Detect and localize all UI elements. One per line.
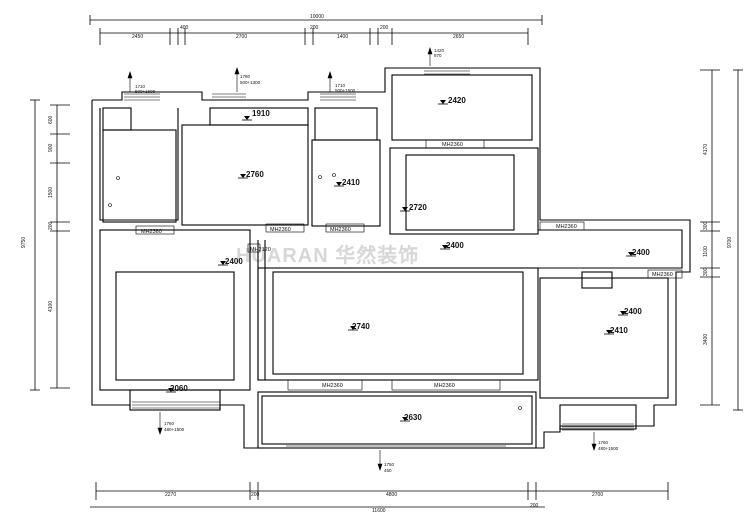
dim-left-seg: 900 (48, 143, 54, 152)
height-label: 2400 (446, 241, 464, 250)
dim-bottom-total: 11600 (372, 508, 386, 513)
dim-right-seg: 4170 (703, 144, 709, 155)
height-label: 2630 (404, 413, 422, 422)
window-sill: 870 (434, 53, 442, 58)
height-markers (166, 100, 636, 422)
dim-left-seg: 1500 (48, 187, 54, 198)
fixture-dot (108, 203, 112, 207)
dim-right-seg: 1100 (703, 246, 709, 257)
window-sill: 500+1300 (240, 80, 261, 85)
door-label: MH2120 (250, 247, 271, 253)
dim-right-seg: 300 (703, 267, 709, 276)
dim-bottom-seg: 2270 (165, 492, 176, 498)
height-label: 2400 (225, 257, 243, 266)
door-label: MH2360 (556, 224, 577, 230)
dim-top-seg: 2450 (132, 34, 143, 40)
fixture-dot (116, 176, 120, 180)
dim-right-seg: 3400 (703, 334, 709, 345)
dim-top-seg: 1400 (337, 34, 348, 40)
dim-right-seg: 300 (703, 221, 709, 230)
door-label: MH2360 (322, 383, 343, 389)
height-label: 1910 (252, 109, 270, 118)
door-frames (135, 139, 683, 391)
dim-left-total: 9750 (21, 237, 27, 248)
height-label: 2410 (342, 178, 360, 187)
door-label: MH2360 (330, 227, 351, 233)
window-size: 1780 (240, 74, 251, 79)
dim-left-seg: 4100 (48, 301, 54, 312)
window-sill: 450 (384, 468, 392, 473)
window-size: 1760 (164, 421, 175, 426)
height-label: 2420 (448, 96, 466, 105)
window-sill: 500+1500 (335, 88, 356, 93)
height-label: 2060 (170, 384, 188, 393)
dim-top-small: 200 (310, 25, 319, 31)
dim-bottom-seg: 200 (530, 503, 539, 509)
dim-top-seg: 2650 (453, 34, 464, 40)
height-label: 2740 (352, 322, 370, 331)
fixture-dot (518, 406, 522, 410)
left-dimensions (30, 99, 70, 391)
height-label: 2400 (624, 307, 642, 316)
right-dimensions (700, 69, 743, 411)
window-sill: 500+1600 (135, 89, 156, 94)
dim-left-seg: 600 (48, 115, 54, 124)
height-label: 2760 (246, 170, 264, 179)
window-size: 1710 (335, 83, 346, 88)
window-leaders (127, 47, 597, 471)
window-size: 1750 (384, 462, 395, 467)
door-label: MH2360 (270, 227, 291, 233)
windows (124, 67, 634, 449)
door-label: MH2360 (442, 142, 463, 148)
window-size: 1760 (598, 440, 609, 445)
door-label: MH2360 (141, 229, 162, 235)
door-label: MH2360 (652, 272, 673, 278)
dim-top-total: 10000 (310, 14, 324, 20)
window-size: 1420 (434, 48, 445, 53)
dim-right-total: 9700 (727, 237, 733, 248)
dim-top-seg: 200 (380, 25, 389, 31)
dim-bottom-seg: 2700 (592, 492, 603, 498)
fixture-dot (332, 173, 336, 177)
window-sill: 480+1500 (598, 446, 619, 451)
bottom-dimensions (90, 482, 669, 508)
window-size: 1710 (135, 84, 146, 89)
watermark: HUARAN 华然装饰 (236, 243, 419, 267)
door-label: MH2360 (434, 383, 455, 389)
height-label: 2410 (610, 326, 628, 335)
dim-bottom-seg: 4800 (386, 492, 397, 498)
window-sill: 480+1500 (164, 427, 185, 432)
height-label: 2720 (409, 203, 427, 212)
dim-left-seg: 200 (48, 221, 54, 230)
height-label: 2400 (632, 248, 650, 257)
top-dimensions (89, 15, 543, 45)
dim-top-seg: 2700 (236, 34, 247, 40)
dim-bottom-seg: 200 (251, 492, 260, 498)
fixture-dot (318, 175, 322, 179)
dim-top-small: 400 (180, 25, 189, 31)
